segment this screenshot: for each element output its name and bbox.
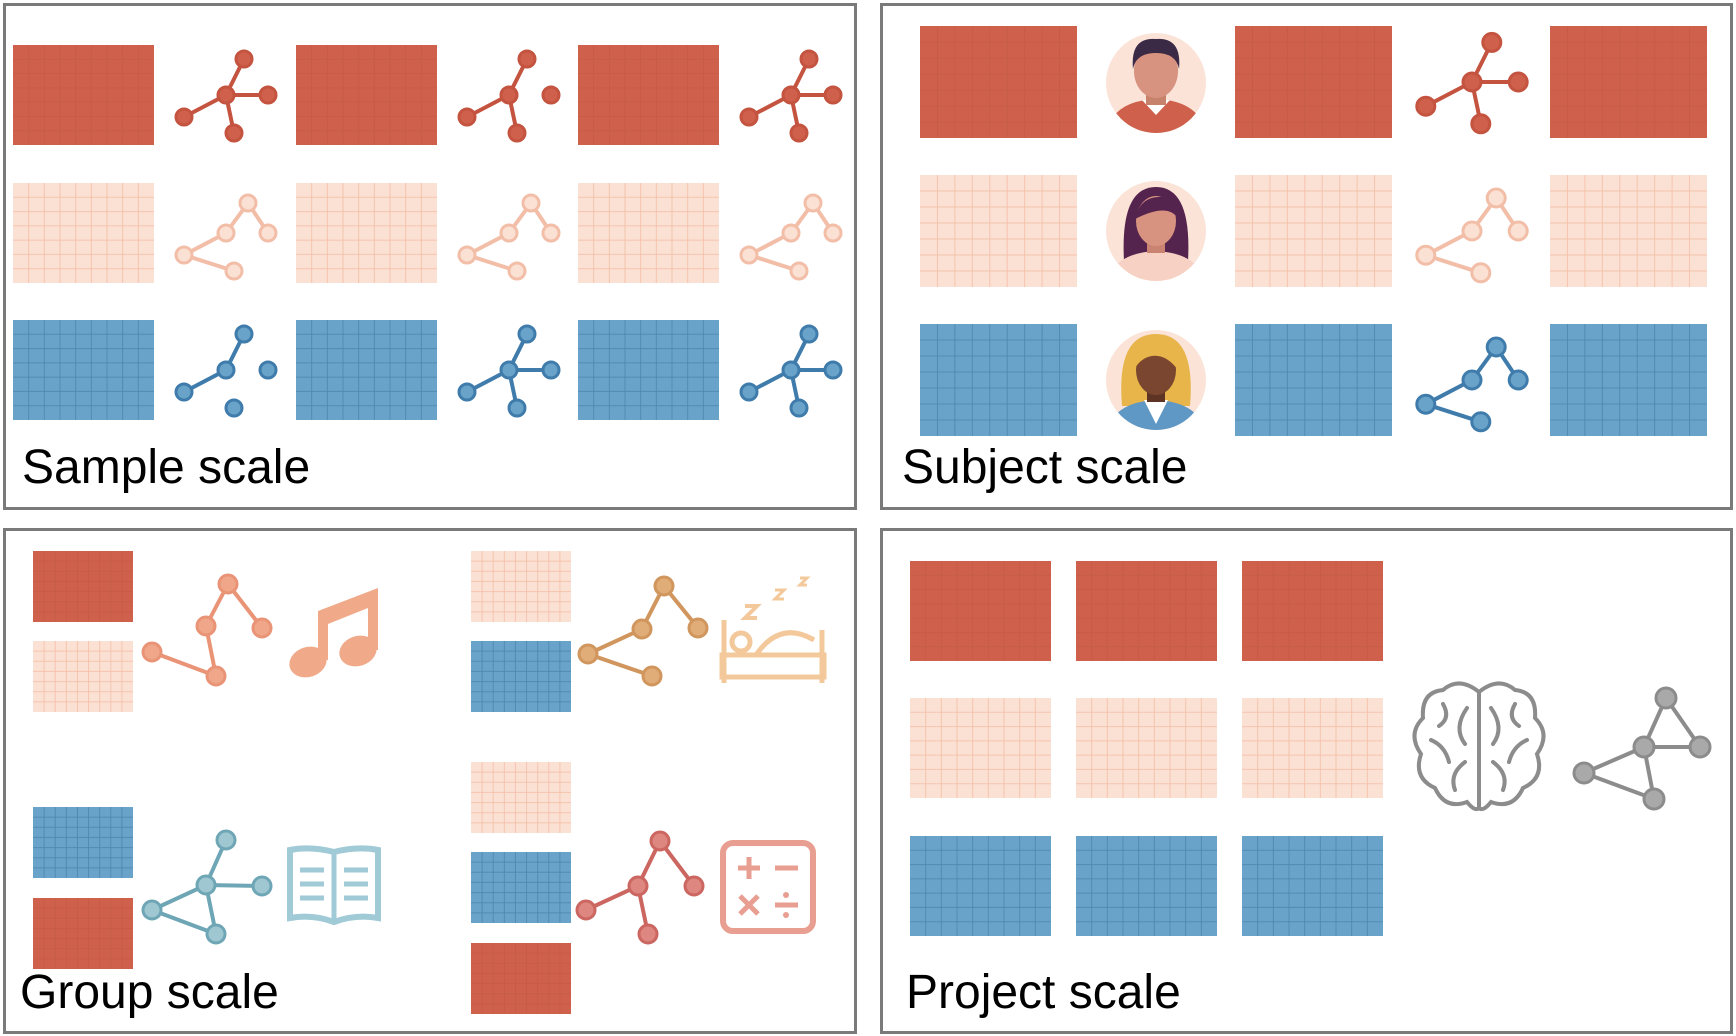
subject-scale-label: Subject scale	[902, 441, 1188, 494]
group-blue-matrix	[471, 641, 571, 712]
brain-icon	[1412, 681, 1546, 812]
group-peach-matrix	[471, 762, 571, 833]
group-sleep-network-icon	[577, 575, 709, 687]
project-blue-matrix	[1242, 836, 1383, 936]
group-blue-matrix	[471, 852, 571, 923]
male-avatar-icon	[1106, 33, 1206, 133]
sample-blue-matrix	[578, 320, 719, 420]
sample-network-icon	[174, 49, 278, 143]
group-scale-label: Group scale	[20, 966, 279, 1019]
sample-peach-matrix	[296, 183, 437, 283]
group-blue-matrix	[33, 807, 133, 878]
open-book-icon	[287, 845, 381, 926]
group-scale-panel	[3, 528, 857, 1034]
group-peach-matrix	[471, 551, 571, 622]
sample-network-icon	[739, 193, 843, 281]
project-red-matrix	[910, 561, 1051, 661]
group-red-matrix	[33, 898, 133, 969]
sample-red-matrix	[13, 45, 154, 145]
project-network-icon	[1572, 686, 1712, 811]
blonde-avatar-icon	[1106, 330, 1206, 430]
sample-network-icon	[174, 324, 278, 418]
subject-network-icon	[1415, 31, 1529, 135]
project-blue-matrix	[1076, 836, 1217, 936]
group-red-matrix	[471, 943, 571, 1014]
group-math-network-icon	[575, 830, 705, 945]
sample-network-icon	[739, 49, 843, 143]
sample-red-matrix	[578, 45, 719, 145]
group-peach-matrix	[33, 641, 133, 712]
sample-network-icon	[739, 324, 843, 418]
sleep-bed-icon	[719, 576, 827, 683]
female-avatar-icon	[1106, 181, 1206, 281]
sample-network-icon	[457, 193, 561, 281]
sample-network-icon	[457, 49, 561, 143]
project-red-matrix	[1242, 561, 1383, 661]
sample-red-matrix	[296, 45, 437, 145]
group-book-network-icon	[141, 829, 273, 945]
subject-network-icon	[1415, 187, 1529, 284]
group-music-network-icon	[141, 573, 273, 687]
subject-peach-matrix	[1550, 175, 1707, 287]
subject-blue-matrix	[1550, 324, 1707, 436]
project-scale-label: Project scale	[906, 966, 1181, 1019]
group-red-matrix	[33, 551, 133, 622]
subject-red-matrix	[1550, 26, 1707, 138]
project-red-matrix	[1076, 561, 1217, 661]
sample-network-icon	[174, 193, 278, 281]
project-blue-matrix	[910, 836, 1051, 936]
calculator-icon	[720, 840, 816, 934]
project-peach-matrix	[1076, 698, 1217, 798]
subject-network-icon	[1415, 336, 1529, 433]
subject-blue-matrix	[1235, 324, 1392, 436]
sample-peach-matrix	[13, 183, 154, 283]
subject-red-matrix	[1235, 26, 1392, 138]
sample-blue-matrix	[296, 320, 437, 420]
subject-blue-matrix	[920, 324, 1077, 436]
music-note-icon	[289, 588, 378, 678]
project-peach-matrix	[1242, 698, 1383, 798]
subject-peach-matrix	[1235, 175, 1392, 287]
subject-red-matrix	[920, 26, 1077, 138]
sample-scale-label: Sample scale	[22, 441, 311, 494]
project-peach-matrix	[910, 698, 1051, 798]
subject-peach-matrix	[920, 175, 1077, 287]
sample-blue-matrix	[13, 320, 154, 420]
sample-peach-matrix	[578, 183, 719, 283]
sample-network-icon	[457, 324, 561, 418]
